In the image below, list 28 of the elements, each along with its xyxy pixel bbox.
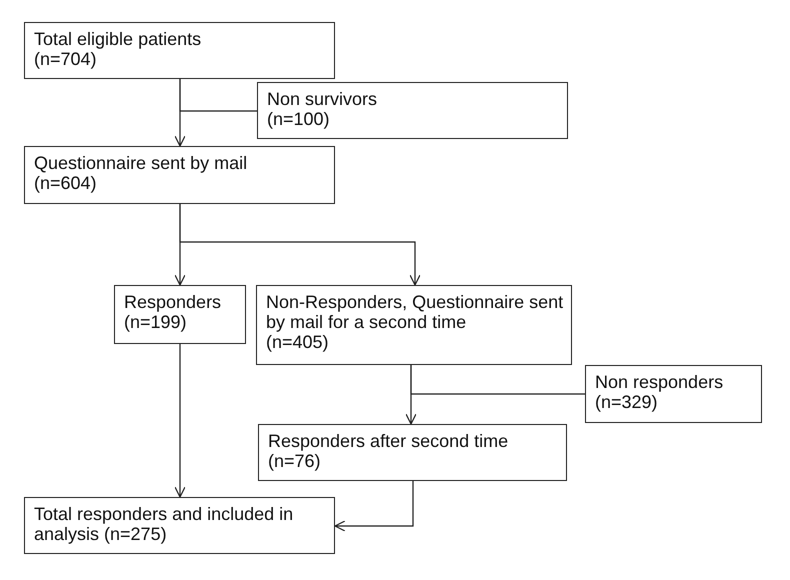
- box-text: (n=604): [34, 173, 98, 193]
- box-text: Non survivors: [267, 89, 378, 109]
- box-text: (n=199): [124, 312, 188, 332]
- connector-line: [410, 365, 585, 395]
- process-box: [585, 365, 762, 423]
- box-text: Non-Responders, Questionnaire sent by mail for a second time: [266, 292, 564, 332]
- box-text: (n=329): [595, 392, 659, 412]
- box-text: Questionnaire sent by mail: [34, 153, 248, 173]
- process-box: [24, 22, 335, 79]
- box-text: Total responders and included in analysis (n=275): [34, 504, 294, 544]
- process-box: [114, 285, 246, 344]
- box-text: (n=405): [266, 332, 330, 352]
- box-text: (n=76): [268, 451, 322, 471]
- process-box: [24, 497, 335, 554]
- process-box: [24, 146, 335, 204]
- process-box: [258, 424, 567, 481]
- box-text: Total eligible patients: [34, 29, 202, 49]
- box-text: Responders after second time: [268, 431, 510, 451]
- box-text: Non responders: [595, 372, 724, 392]
- connector-line: [179, 79, 257, 112]
- process-box: [256, 285, 572, 365]
- box-text: Responders: [124, 292, 222, 312]
- arrow: [334, 481, 414, 532]
- arrow: [179, 204, 421, 286]
- process-box: [257, 82, 568, 139]
- box-text: (n=704): [34, 49, 98, 69]
- arrow: [174, 344, 186, 498]
- box-text: (n=100): [267, 109, 331, 129]
